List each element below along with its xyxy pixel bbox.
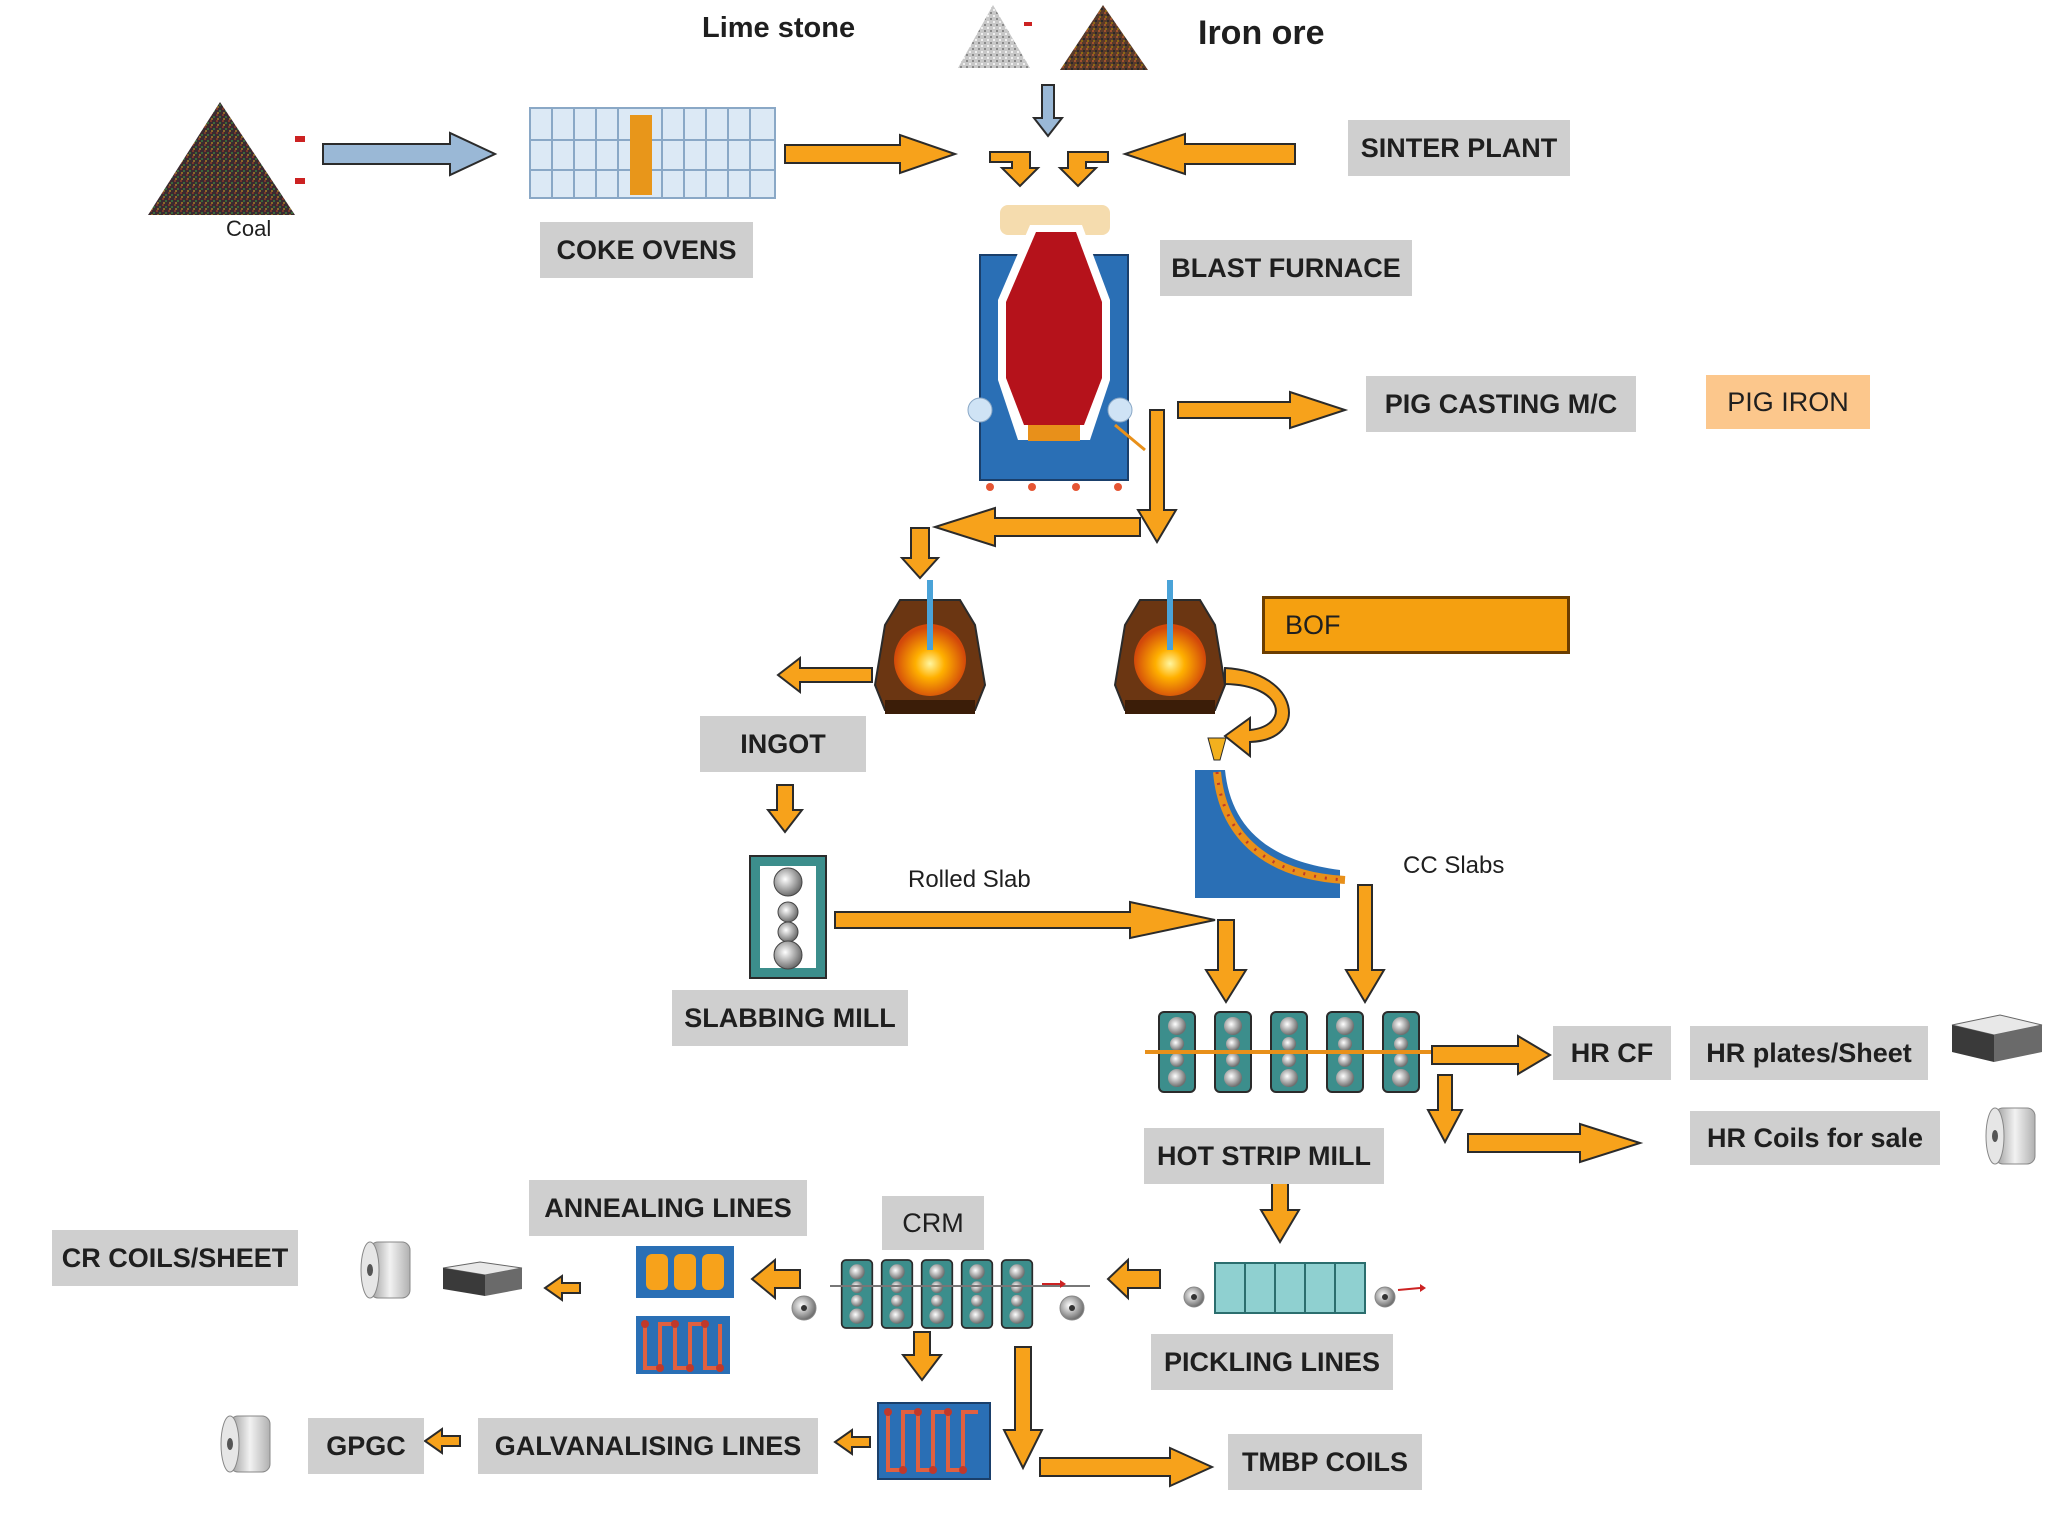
bof-box: BOF: [1262, 596, 1570, 654]
hr-coil-icon: [1985, 1107, 2036, 1165]
furnace-down-arrow-icon: [1136, 409, 1178, 544]
lime-stone-pile-icon: [958, 5, 1030, 68]
coal-pile-icon: [148, 102, 295, 215]
gpgc-coil-icon: [220, 1415, 271, 1473]
pickling-lines-box: PICKLING LINES: [1151, 1334, 1393, 1390]
galvanising-to-label-arrow-icon: [833, 1428, 871, 1456]
blast-furnace-icon: [967, 205, 1146, 491]
crm-to-tmbp-down-arrow-icon: [1002, 1346, 1044, 1471]
cold-rolling-mill-icon: [791, 1259, 1090, 1329]
coke-ovens-box: COKE OVENS: [540, 222, 753, 278]
furnace-charge-arrow-icon: [1057, 151, 1109, 188]
slabbing-mill-icon: [749, 855, 827, 979]
continuous-caster-icon: [1195, 737, 1346, 898]
hsm-to-pickling-arrow-icon: [1259, 1179, 1301, 1244]
tmbp-coils-box: TMBP COILS: [1228, 1434, 1422, 1490]
annealing-to-cr-arrow-icon: [543, 1274, 581, 1302]
ingot-box: INGOT: [700, 716, 866, 772]
hr-plate-icon: [1951, 1014, 2043, 1062]
lime-stone-marker-icon: [1024, 22, 1032, 26]
coal-label: Coal: [226, 216, 272, 241]
ladle-to-ingot-arrow-icon: [776, 655, 873, 695]
bof-to-caster-arrow-icon: [1223, 666, 1290, 759]
rolled-slab-down-arrow-icon: [1204, 919, 1248, 1004]
coke-to-furnace-arrow-icon: [784, 133, 959, 175]
converter-ladle-icon: [874, 579, 986, 715]
cr-coils-sheet-box: CR COILS/SHEET: [52, 1230, 298, 1286]
ore-feed-arrow-icon: [1031, 84, 1065, 138]
hot-strip-mill-box: HOT STRIP MILL: [1144, 1128, 1384, 1184]
blast-furnace-box: BLAST FURNACE: [1160, 240, 1412, 296]
pickling-to-crm-arrow-icon: [1106, 1257, 1161, 1301]
iron-ore-pile-icon: [1060, 5, 1148, 70]
bof-converter-icon: [1114, 579, 1226, 715]
coke-ovens-icon: [529, 107, 776, 199]
galvanising-lines-box: GALVANALISING LINES: [478, 1418, 818, 1474]
pig-iron-box: PIG IRON: [1706, 375, 1870, 429]
galvanising-to-gpgc-arrow-icon: [423, 1427, 461, 1455]
lime-stone-label: Lime stone: [702, 12, 856, 44]
furnace-to-pig-casting-arrow-icon: [1177, 390, 1349, 430]
coal-marker-icon: [295, 136, 305, 142]
gpgc-box: GPGC: [308, 1418, 424, 1474]
hr-coils-arrow-icon: [1467, 1122, 1644, 1164]
cr-sheet-icon: [442, 1261, 523, 1296]
pickling-lines-icon: [1183, 1262, 1426, 1314]
rolled-slab-arrow-icon: [834, 900, 1216, 940]
annealing-line-icon: [636, 1316, 730, 1374]
annealing-furnace-icon: [636, 1246, 734, 1298]
coal-marker-icon: [295, 178, 305, 184]
cc-slabs-label: CC Slabs: [1403, 852, 1505, 879]
coal-to-coke-arrow-icon: [322, 131, 498, 177]
hot-metal-arrow-icon: [931, 506, 1141, 548]
hr-coils-box: HR Coils for sale: [1690, 1111, 1940, 1165]
ingot-to-slabbing-arrow-icon: [765, 784, 805, 834]
hr-cf-box: HR CF: [1553, 1026, 1671, 1080]
hsm-to-hr-cf-arrow-icon: [1431, 1034, 1552, 1076]
hot-metal-to-ladle-arrow-icon: [899, 527, 941, 580]
annealing-lines-box: ANNEALING LINES: [529, 1180, 807, 1236]
hsm-coil-down-arrow-icon: [1426, 1074, 1464, 1145]
hot-strip-mill-icon: [1145, 1011, 1432, 1093]
sinter-plant-box: SINTER PLANT: [1348, 120, 1570, 176]
pig-casting-box: PIG CASTING M/C: [1366, 376, 1636, 432]
crm-to-annealing-arrow-icon: [750, 1257, 801, 1301]
furnace-charge-arrow-icon: [989, 151, 1041, 188]
hr-plates-box: HR plates/Sheet: [1690, 1026, 1928, 1080]
crm-to-galvanising-arrow-icon: [900, 1331, 944, 1382]
crm-box: CRM: [882, 1196, 984, 1250]
tmbp-coils-arrow-icon: [1039, 1446, 1215, 1488]
galvanising-line-icon: [877, 1402, 991, 1480]
rolled-slab-label: Rolled Slab: [908, 866, 1031, 893]
sinter-to-furnace-arrow-icon: [1121, 132, 1296, 176]
iron-ore-label: Iron ore: [1198, 14, 1325, 52]
cc-slabs-down-arrow-icon: [1344, 884, 1386, 1004]
cr-coil-icon: [360, 1241, 411, 1299]
slabbing-mill-box: SLABBING MILL: [672, 990, 908, 1046]
